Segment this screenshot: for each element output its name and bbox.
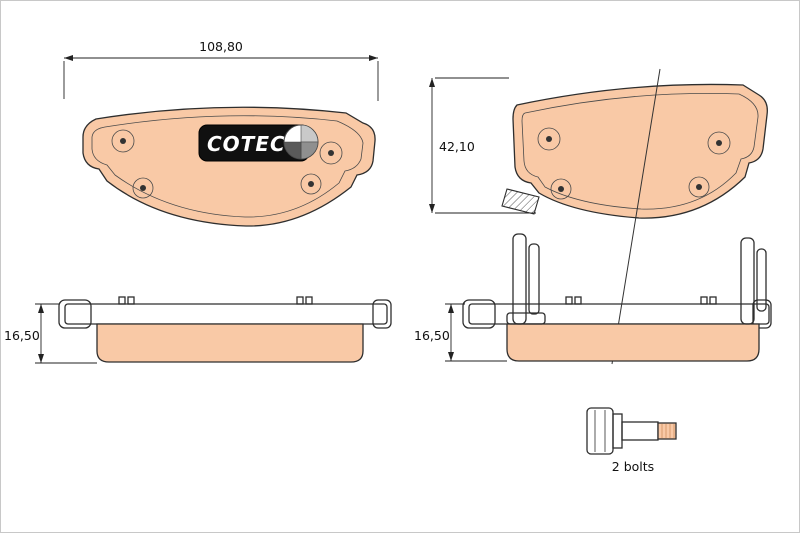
mounting-bolt: 2 bolts [586, 407, 677, 474]
side-right-top-tabs [565, 296, 717, 305]
bolt-thread-lines [661, 424, 675, 438]
cotec-fan-icon [283, 124, 319, 160]
pad-right-inner-contour [521, 93, 759, 210]
side-backing-strip [64, 303, 388, 325]
retaining-spring-right [740, 237, 767, 325]
dimension-thickness-right: 16,50 [414, 303, 507, 362]
side-right-left-tab [462, 299, 496, 329]
pad-width-label: 108,80 [199, 39, 243, 54]
bolt-count-label: 2 bolts [612, 459, 654, 474]
thickness-right-label: 16,50 [414, 328, 450, 343]
brake-pad-front-left: COTEC [82, 106, 376, 227]
side-right-right-tab [752, 299, 772, 329]
pad-right-rivet-holes [537, 127, 731, 200]
brake-pad-side-left [58, 296, 392, 363]
side-right-end-tab [372, 299, 392, 329]
cotec-logo: COTEC [198, 124, 319, 162]
bolt-thread-tip [657, 422, 677, 440]
bolt-hex-head [586, 407, 614, 455]
side-top-tabs [118, 296, 313, 305]
dimension-pad-width: 108,80 [63, 39, 379, 101]
brake-pad-side-right [462, 233, 772, 362]
retaining-spring-left [506, 233, 546, 325]
pad-left-rivet-holes [111, 129, 343, 199]
thickness-left-label: 16,50 [4, 328, 40, 343]
dimension-thickness-left: 16,50 [4, 303, 97, 364]
side-left-end-tab [58, 299, 92, 329]
dimension-pad-height: 42,10 [429, 77, 536, 214]
pad-height-label: 42,10 [439, 139, 475, 154]
pad-left-inner-contour [91, 115, 364, 218]
bolt-flange [612, 413, 623, 449]
side-right-friction-block [506, 323, 760, 362]
section-line [611, 68, 661, 365]
bolt-shaft [621, 421, 659, 441]
brake-pad-front-right [501, 83, 768, 219]
pad-right-backing-plate [512, 83, 768, 219]
wear-indicator-clip [501, 188, 540, 215]
cotec-logo-text: COTEC [207, 132, 286, 156]
side-friction-block [96, 323, 364, 363]
